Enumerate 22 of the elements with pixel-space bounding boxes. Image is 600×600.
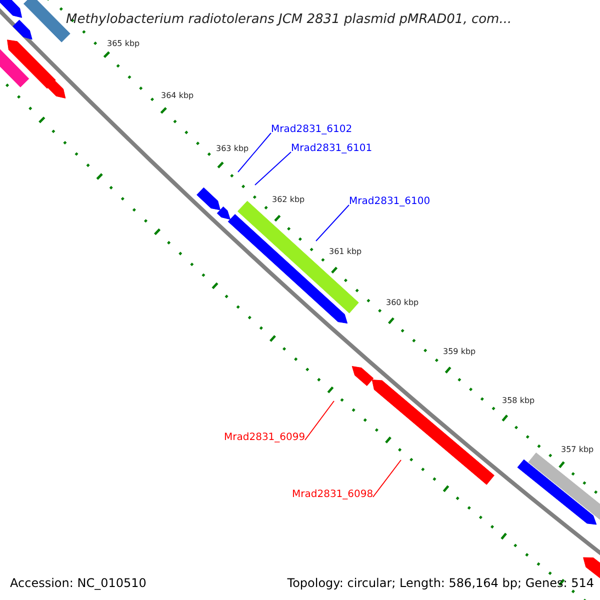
summary-note: Topology: circular; Length: 586,164 bp; Genes: 514 — [287, 575, 594, 592]
leader-line — [254, 152, 292, 186]
tick-label: 359 kbp — [443, 346, 476, 358]
leader-line — [372, 460, 402, 498]
gene-label: Mrad2831_6098 — [292, 488, 374, 501]
gene-label: Mrad2831_6100 — [349, 195, 430, 208]
leader-line — [238, 132, 272, 172]
tick-label: 364 kbp — [161, 90, 194, 102]
tick-label: 360 kbp — [386, 297, 419, 309]
map-title: Methylobacterium radiotolerans JCM 2831 plasmid pMRAD01, com... — [66, 11, 512, 29]
tick-label: 362 kbp — [272, 194, 305, 206]
leader-line — [304, 400, 334, 440]
tick-label: 361 kbp — [329, 246, 362, 258]
gene-label: Mrad2831_6099 — [224, 431, 306, 444]
tick-label: 357 kbp — [561, 444, 594, 456]
gene-label: Mrad2831_6102 — [271, 123, 352, 136]
tick-label: 358 kbp — [502, 395, 535, 407]
tick-label: 365 kbp — [107, 38, 140, 50]
leader-line — [316, 204, 350, 242]
accession-note: Accession: NC_010510 — [10, 575, 146, 592]
tick-label: 363 kbp — [216, 143, 249, 155]
gene-label: Mrad2831_6101 — [291, 142, 372, 155]
